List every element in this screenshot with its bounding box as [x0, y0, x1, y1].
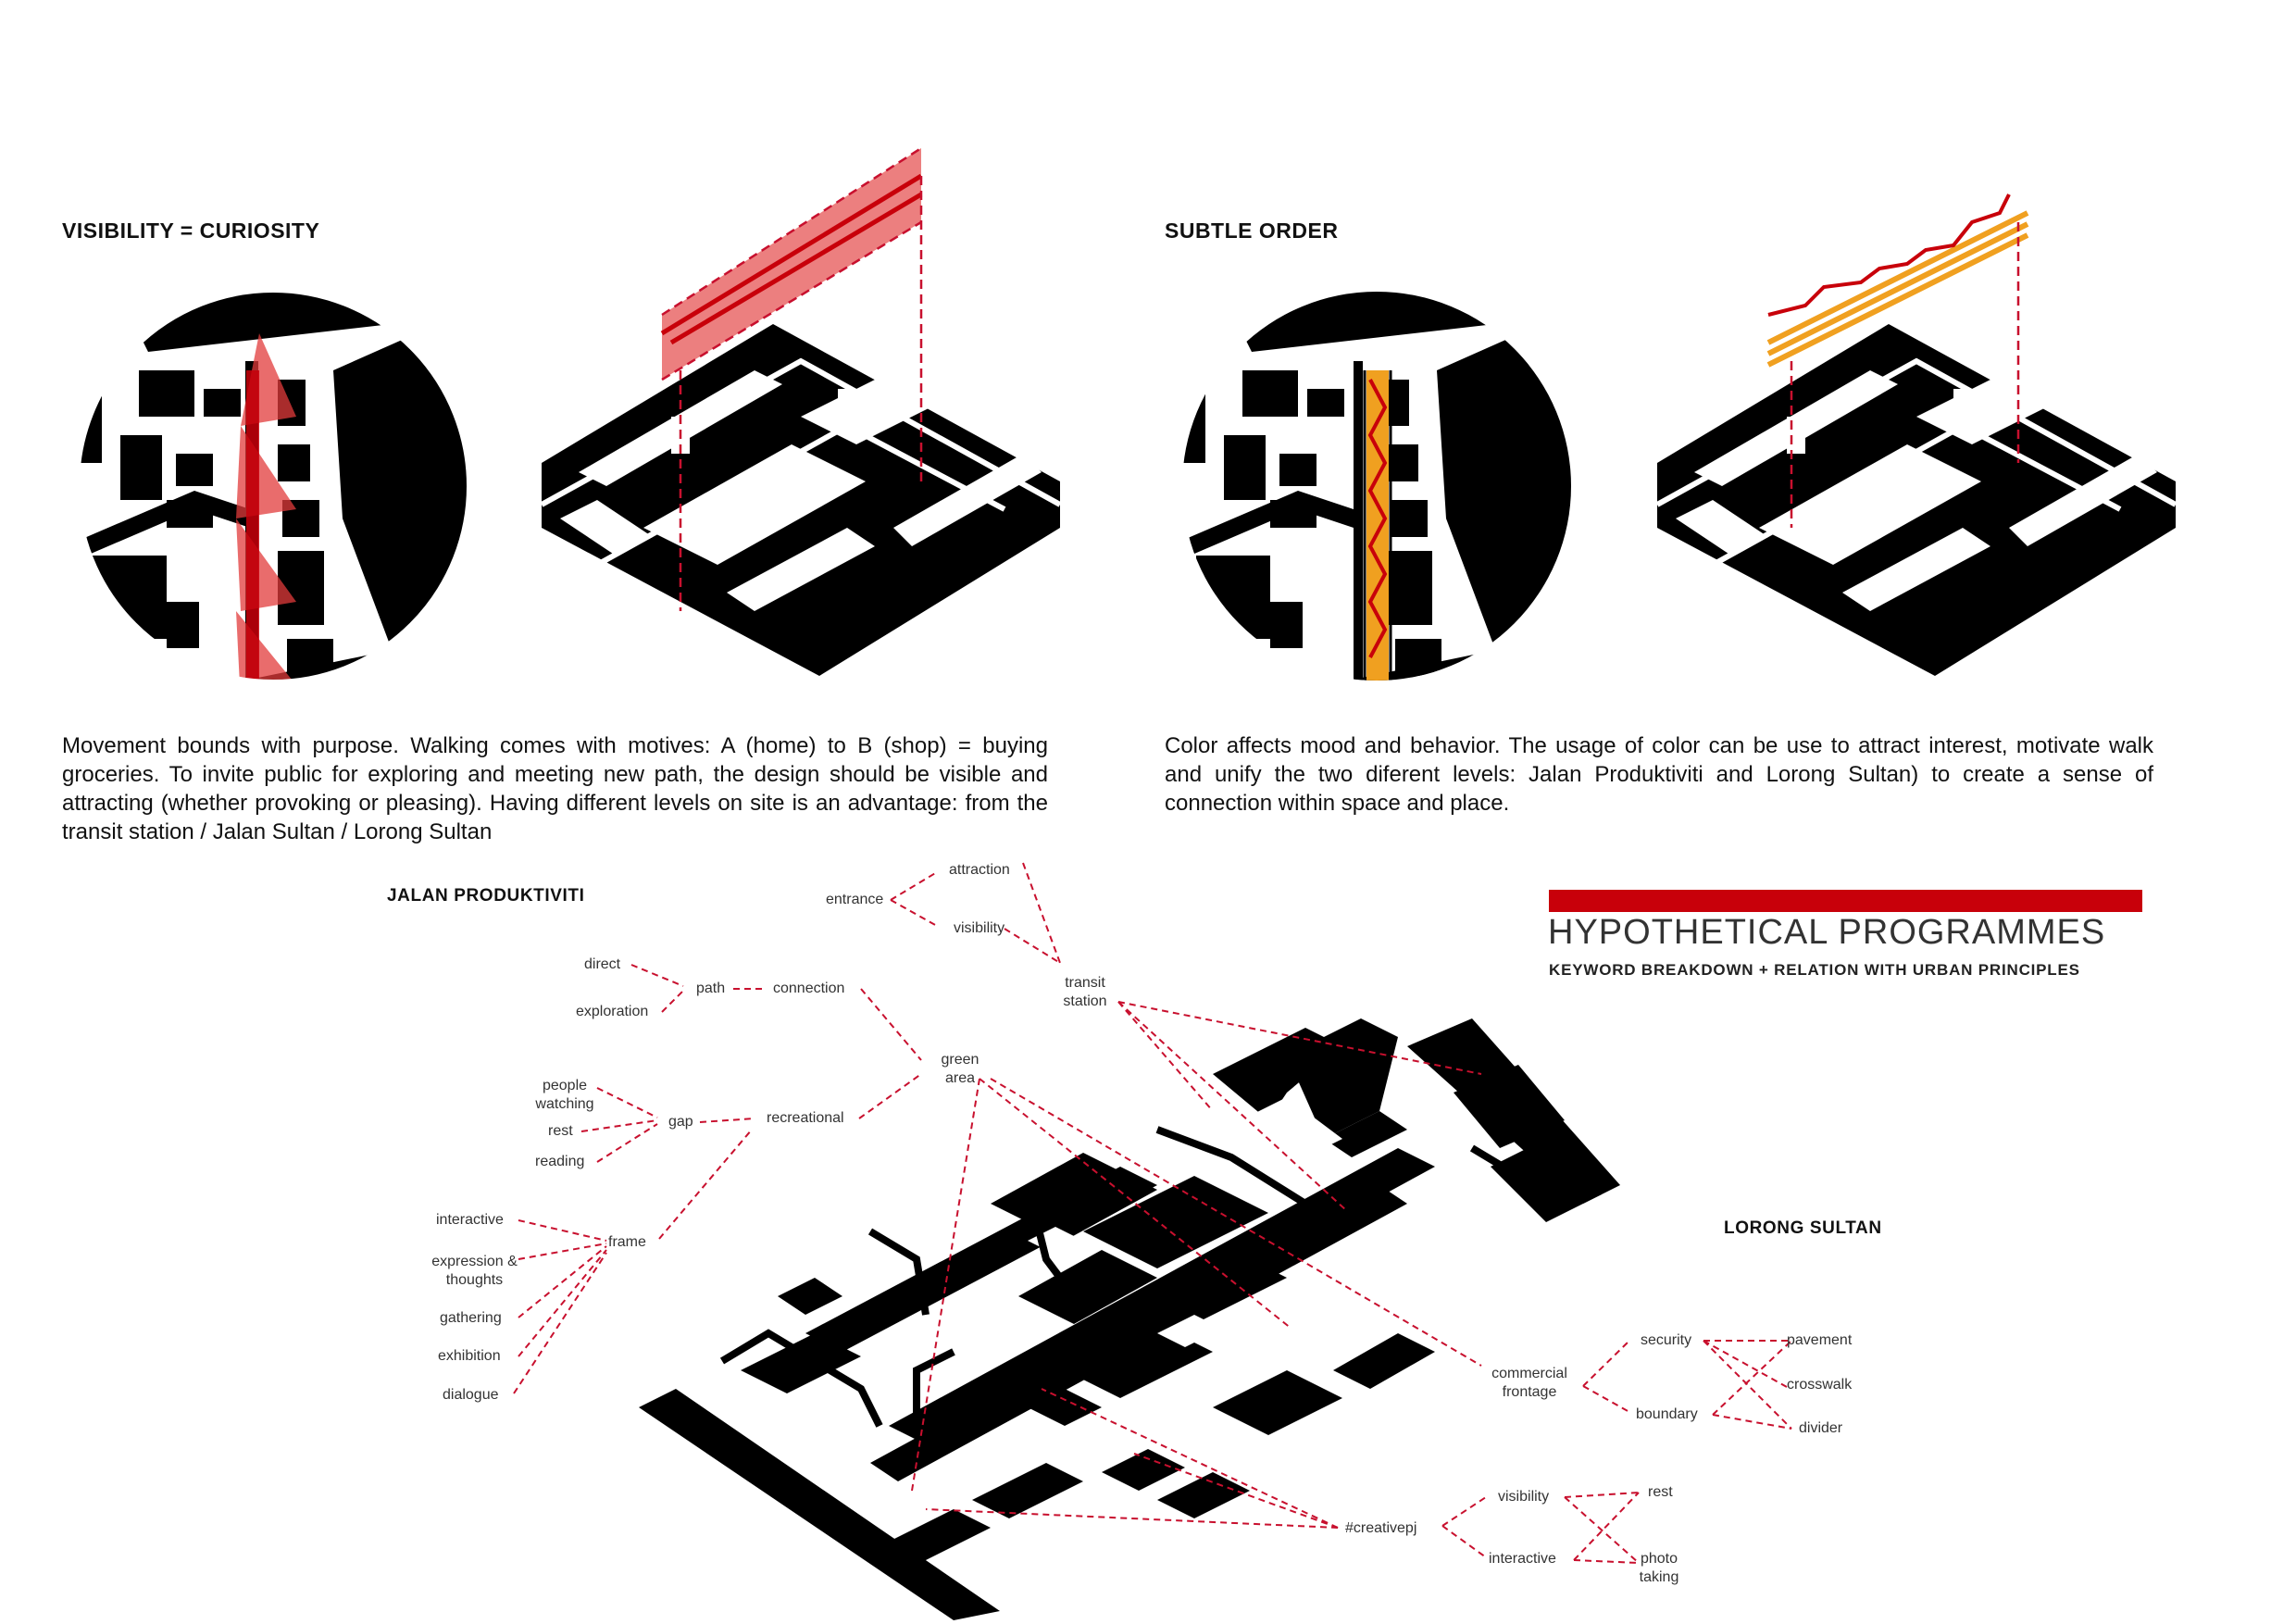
keyword-people-watching: people watching: [528, 1077, 602, 1114]
keyword-divider: divider: [1799, 1419, 1842, 1438]
keyword-expression-thoughts: expression & thoughts: [426, 1253, 523, 1290]
keyword-frame: frame: [608, 1233, 646, 1252]
keyword-boundary: boundary: [1636, 1405, 1698, 1424]
keyword-entrance: entrance: [826, 891, 883, 909]
keyword-rest-left: rest: [548, 1122, 573, 1141]
keyword-exploration: exploration: [576, 1003, 648, 1021]
keyword-direct: direct: [584, 956, 620, 974]
keyword-path: path: [696, 980, 725, 998]
keyword-pavement: pavement: [1787, 1331, 1852, 1350]
keyword-creativepj: #creativepj: [1345, 1519, 1416, 1538]
keyword-connection: connection: [773, 980, 844, 998]
keyword-rest-bottom: rest: [1648, 1483, 1673, 1502]
keyword-visibility-top: visibility: [954, 919, 1004, 938]
keyword-dialogue: dialogue: [443, 1386, 499, 1405]
keyword-green-area: green area: [937, 1051, 983, 1088]
keyword-gathering: gathering: [440, 1309, 502, 1328]
keyword-crosswalk: crosswalk: [1787, 1376, 1852, 1394]
keyword-interactive-bottom: interactive: [1489, 1550, 1556, 1568]
keyword-exhibition: exhibition: [438, 1347, 501, 1366]
keyword-recreational: recreational: [767, 1109, 844, 1128]
keyword-photo-taking: photo taking: [1636, 1550, 1682, 1587]
keyword-interactive-left: interactive: [436, 1211, 504, 1230]
keyword-transit-station: transit station: [1057, 974, 1113, 1011]
keyword-reading: reading: [535, 1153, 584, 1171]
keyword-gap: gap: [668, 1113, 693, 1131]
keyword-security: security: [1641, 1331, 1691, 1350]
keyword-visibility-bottom: visibility: [1498, 1488, 1549, 1506]
keyword-commercial-frontage: commercial frontage: [1483, 1365, 1576, 1402]
keyword-attraction: attraction: [949, 861, 1010, 880]
